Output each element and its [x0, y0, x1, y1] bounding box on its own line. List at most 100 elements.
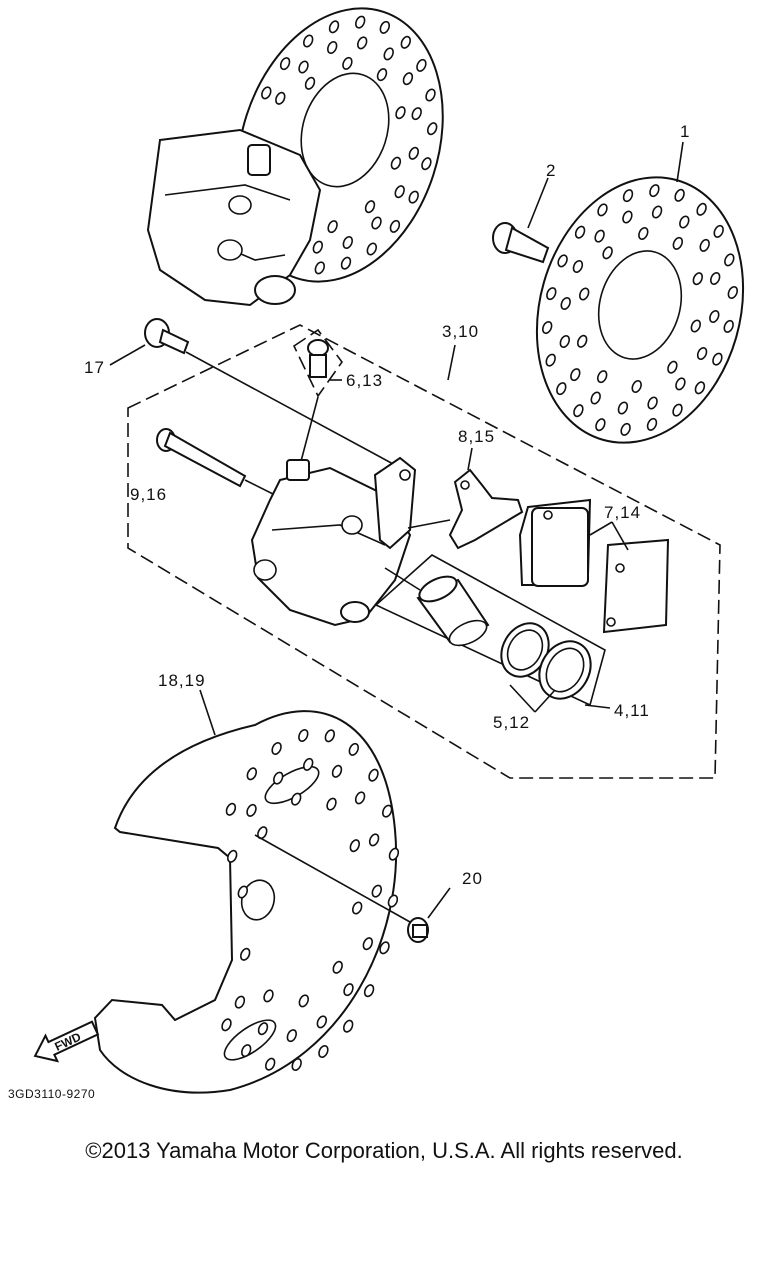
label-part-4-11: 4,11 [614, 701, 650, 720]
caliper-body [250, 456, 417, 627]
rotor-drill-hole [594, 229, 605, 243]
rotor-drill-hole [326, 797, 337, 811]
rotor-drill-hole [541, 321, 553, 334]
rotor-drill-hole [264, 1057, 276, 1071]
rotor-drill-hole [425, 88, 436, 102]
rotor-drill-hole [395, 106, 406, 120]
rotor-drill-hole [240, 1044, 252, 1058]
rotor-drill-hole [411, 107, 422, 121]
assembled-rotor-holes [261, 15, 438, 275]
rotor-drill-hole [712, 352, 723, 366]
rotor-drill-hole [286, 1029, 298, 1043]
rotor-drill-hole [246, 803, 257, 817]
label-part-9-16: 9,16 [130, 485, 167, 504]
rotor-drill-hole [559, 335, 571, 348]
part-18-19-rotor [93, 689, 411, 1094]
rotor-drill-hole [672, 403, 683, 417]
rotor-drill-hole [381, 804, 393, 818]
rotor-drill-hole [316, 1015, 328, 1029]
rotor-drill-hole [343, 983, 354, 997]
rotor-drill-hole [332, 960, 343, 974]
rotor-drill-hole [602, 246, 613, 260]
rotor-drill-hole [416, 58, 427, 72]
part-6-13-bleed-screw [292, 328, 343, 466]
rotor-drill-hole [342, 1019, 354, 1033]
rotor-drill-hole [371, 216, 382, 230]
fwd-arrow: FWD [33, 1020, 100, 1063]
rotor-drill-hole [318, 1045, 329, 1058]
rotor-drill-hole [354, 791, 366, 805]
rotor-drill-hole [622, 189, 634, 203]
rotor-drill-hole [324, 729, 336, 743]
rotor-drill-hole [709, 310, 720, 323]
rotor-drill-hole [421, 157, 432, 171]
rotor-drill-hole [328, 20, 340, 34]
rotor-drill-hole [674, 188, 685, 202]
rotor-drill-hole [557, 254, 568, 268]
rotor-drill-hole [239, 947, 251, 961]
copyright-notice: ©2013 Yamaha Motor Corporation, U.S.A. A… [85, 1138, 683, 1163]
rotor-drill-hole [690, 319, 702, 333]
label-part-5-12: 5,12 [493, 713, 530, 732]
rotor-drill-hole [331, 764, 343, 778]
rotor-drill-hole [646, 417, 658, 431]
rotor-drill-hole [574, 225, 586, 239]
label-part-2: 2 [546, 161, 556, 180]
rotor-drill-hole [596, 370, 608, 384]
part-5-12-seals [500, 622, 611, 713]
rotor-drill-hole [576, 334, 588, 348]
rotor-drill-hole [246, 767, 258, 781]
part-20-bolt [407, 887, 451, 943]
rotor-drill-hole [713, 224, 724, 238]
rotor-drill-hole [327, 220, 338, 234]
label-part-1: 1 [680, 122, 690, 141]
rotor-drill-hole [667, 360, 678, 374]
rotor-drill-hole [261, 86, 272, 100]
label-part-3-10: 3,10 [442, 322, 479, 341]
rotor-drill-hole [672, 236, 684, 250]
rotor-drill-hole [727, 286, 739, 299]
rotor-drill-hole [362, 937, 374, 951]
rotor-drill-hole [379, 20, 391, 34]
rotor-drill-hole [620, 422, 631, 436]
rotor-drill-hole [572, 260, 584, 273]
rotor-drill-hole [696, 202, 707, 216]
rotor-drill-hole [340, 256, 352, 270]
rotor-drill-hole [578, 287, 590, 301]
rotor-drill-hole [225, 802, 237, 816]
rotor-drill-hole [649, 184, 660, 198]
label-part-8-15: 8,15 [458, 427, 495, 446]
rotor-drill-hole [364, 200, 376, 214]
rotor-drill-hole [679, 215, 690, 229]
rotor-drill-hole [546, 287, 557, 301]
rotor-drill-hole [394, 185, 405, 199]
rotor-drill-hole [622, 210, 633, 224]
kit-outline-3-10 [127, 324, 721, 779]
piston [384, 567, 490, 647]
rotor-drill-hole [351, 901, 363, 915]
rotor-drill-hole [408, 146, 420, 160]
rotor-drill-hole [590, 391, 601, 405]
rotor-drill-hole [647, 396, 658, 410]
rotor-drill-hole [699, 238, 710, 252]
rotor-drill-hole [371, 884, 383, 898]
fwd-label: FWD [52, 1030, 83, 1054]
rotor-drill-hole [314, 261, 326, 275]
rotor-drill-hole [597, 203, 608, 217]
rotor-drill-hole [298, 729, 309, 742]
rotor-drill-hole [387, 894, 399, 908]
rotor-drill-hole [234, 995, 246, 1009]
rotor-drill-hole [368, 833, 380, 847]
rotor-drill-hole [275, 91, 286, 105]
brake-exploded-diagram: FWD 1 2 3,10 17 6,13 8,15 9,16 7,14 18,1… [8, 7, 745, 1101]
rotor-drill-hole [709, 272, 721, 285]
rotor-drill-hole [272, 771, 284, 785]
rotor-drill-hole [379, 941, 390, 955]
rotor-drill-hole [263, 989, 274, 1003]
rotor-drill-hole [368, 768, 379, 782]
rotor-drill-hole [389, 219, 401, 233]
rotor-drill-hole [631, 380, 642, 393]
rotor-drill-hole [221, 1018, 232, 1032]
rotor-drill-hole [390, 156, 402, 170]
rotor-drill-hole [291, 1058, 302, 1071]
